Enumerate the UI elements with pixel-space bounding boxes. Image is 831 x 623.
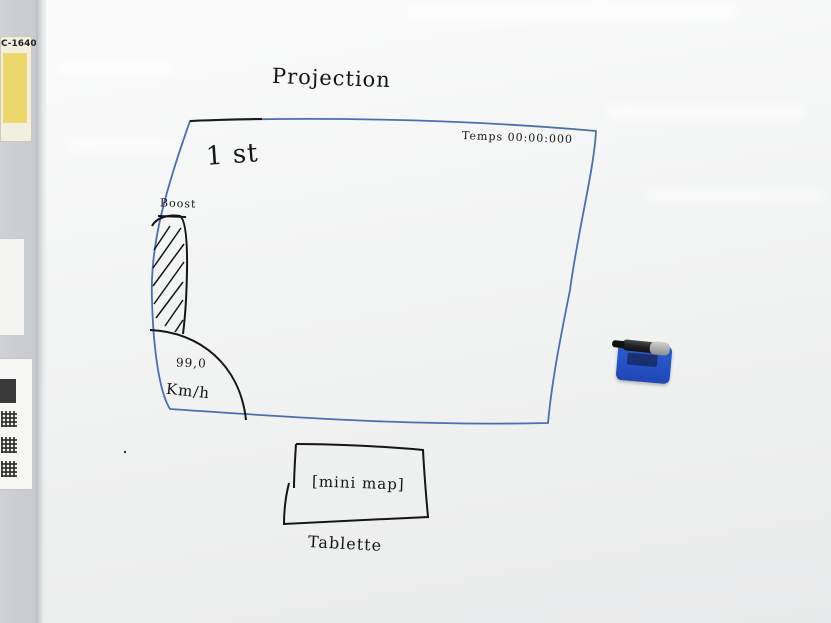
boost-label: Boost [159, 196, 197, 211]
race-position-label: 1 st [205, 138, 260, 172]
light-switch-plate [0, 238, 25, 336]
wall-label-yellow-panel [3, 53, 27, 123]
light-glare [646, 190, 826, 200]
screen-top-edge [189, 118, 263, 122]
boost-gauge-top [157, 215, 187, 218]
speedometer-arc [149, 329, 247, 421]
qr-code-icon [1, 437, 17, 453]
light-glare [406, 2, 736, 20]
sketch-title: Projection [271, 63, 392, 93]
light-glare [66, 140, 176, 152]
wall-label-code: C-1640 [1, 39, 37, 49]
qr-code-icon [1, 411, 17, 427]
qr-code-poster [0, 358, 33, 490]
wall-label-sheet: C-1640 [0, 36, 37, 142]
light-glare [606, 106, 806, 118]
marker-tip [611, 339, 625, 349]
projection-screen-outline [150, 118, 597, 425]
minimap-label: [mini map] [311, 472, 406, 494]
minimap-box [282, 443, 430, 526]
minimap-left-edge [293, 443, 297, 489]
tablet-label: Tablette [307, 532, 383, 555]
qr-code-icon [1, 461, 17, 477]
light-glare [56, 60, 176, 74]
whiteboard-frame [36, 0, 48, 623]
whiteboard [46, 0, 831, 623]
marker-cap [649, 340, 671, 356]
poster-dark-block [0, 379, 16, 403]
speed-value: 99,0 [175, 355, 207, 371]
ink-dot [123, 450, 127, 454]
boost-gauge-hatching [152, 225, 185, 333]
